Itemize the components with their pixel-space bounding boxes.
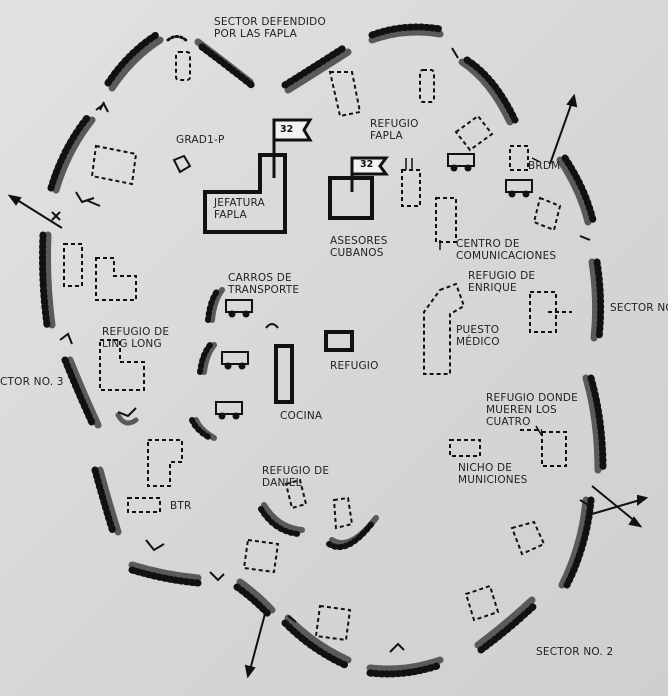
- label-refugio-fapla: REFUGIO FAPLA: [370, 118, 419, 142]
- label-grad: GRAD1-P: [176, 134, 225, 146]
- label-jefatura: JEFATURA FAPLA: [214, 197, 265, 221]
- label-puesto-medico: PUESTO MÉDICO: [456, 324, 500, 348]
- label-brdm: BRDM: [528, 160, 561, 172]
- label-sector-no1: SECTOR NO: [610, 302, 668, 314]
- label-refugio-daniel: REFUGIO DE DANIEL: [262, 465, 330, 489]
- label-refugio-enrique: REFUGIO DE ENRIQUE: [468, 270, 536, 294]
- label-refugio-ling-long: REFUGIO DE LING LONG: [102, 326, 170, 350]
- label-nicho-municiones: NICHO DE MUNICIONES: [458, 462, 528, 486]
- label-leaders: [405, 157, 543, 437]
- vehicles: [172, 145, 533, 420]
- label-cocina: COCINA: [280, 410, 323, 422]
- label-sector-no2: SECTOR NO. 2: [536, 646, 614, 658]
- weapon-symbols: [51, 47, 591, 653]
- direction-arrows: [7, 93, 649, 679]
- label-sector-no3: CTOR NO. 3: [0, 376, 64, 388]
- inner-trenches: [115, 35, 379, 551]
- label-carros-transporte: CARROS DE TRANSPORTE: [228, 272, 300, 296]
- dashed-shelters: [63, 51, 572, 642]
- label-refugio-cuatro: REFUGIO DONDE MUEREN LOS CUATRO: [486, 392, 579, 428]
- flags: [272, 118, 389, 192]
- flag-number-jefatura: 32: [280, 124, 294, 135]
- label-btr: BTR: [170, 500, 192, 512]
- label-centro-comunicaciones: CENTRO DE COMUNICACIONES: [456, 238, 557, 262]
- label-refugio-central: REFUGIO: [330, 360, 379, 372]
- flag-number-asesores: 32: [360, 159, 374, 170]
- perimeter-trenches: [39, 23, 607, 678]
- label-asesores: ASESORES CUBANOS: [330, 235, 388, 259]
- label-sector-defendido: SECTOR DEFENDIDO POR LAS FAPLA: [214, 16, 326, 40]
